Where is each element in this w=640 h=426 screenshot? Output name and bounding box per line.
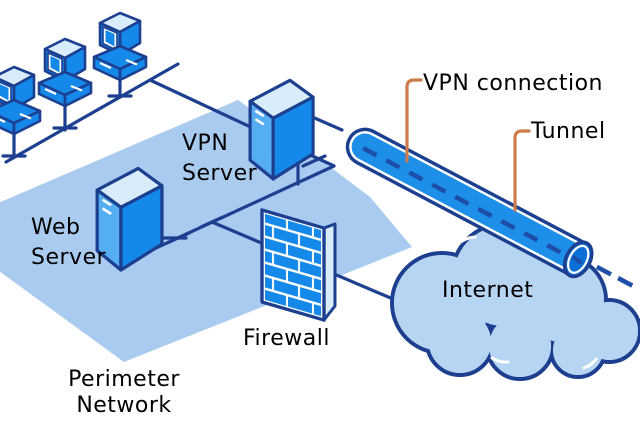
vpn-tunnel [345,127,634,288]
client-computers [0,11,148,136]
vpn-connection-label: VPN connection [423,71,603,96]
perimeter-network-area [0,100,412,362]
client-computer-icon [0,65,42,136]
firewall-label: Firewall [243,326,330,351]
perimeter-network-label: Perimeter Network [68,367,180,418]
tunnel-leader-line [513,129,531,212]
web-server-junction-tick [165,231,191,245]
vpn-server-label: VPN Server [182,131,258,186]
vpn-connection-dashed-line [362,146,568,258]
vpn-server-junction-tick [301,154,327,168]
client-computer-icon [37,37,93,108]
vpn-connection-leader-line [405,78,423,163]
web-server-label: Web Server [31,215,107,270]
vpn-server-tunnel-stub [308,114,344,132]
firewall-icon [260,208,337,322]
internet-label: Internet [442,278,534,303]
client-computer-icon [92,11,148,82]
connection-exit-dashes [595,264,634,288]
tunnel-label: Tunnel [531,119,606,144]
firewall-junction-tick [199,215,225,229]
